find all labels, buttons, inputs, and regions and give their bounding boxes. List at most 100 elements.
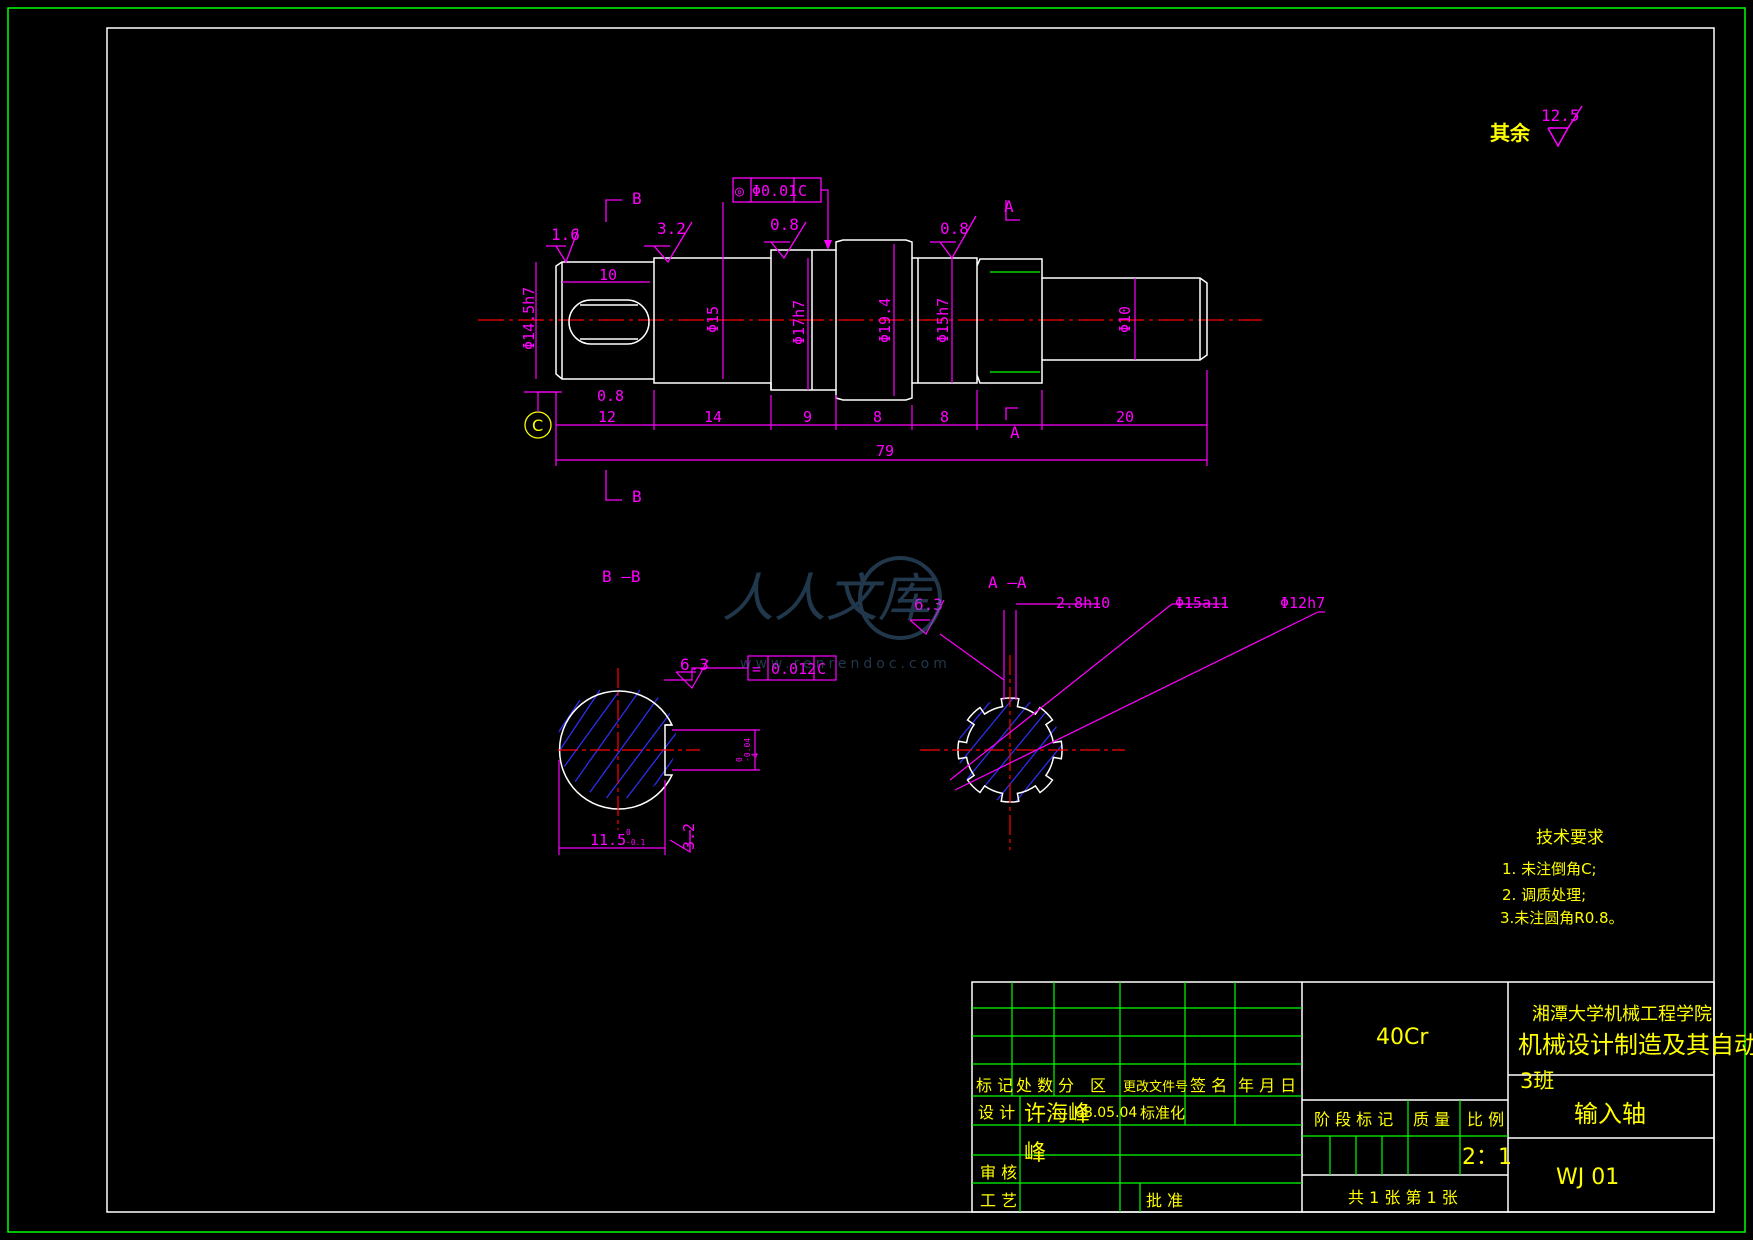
tb-material: 40Cr xyxy=(1376,1025,1429,1050)
svg-text:B —B: B —B xyxy=(602,567,641,586)
length-labels: 10 0.8 12 14 9 8 8 20 79 xyxy=(597,266,1134,460)
svg-text:0.8: 0.8 xyxy=(770,215,799,234)
tb-scale-label: 比 例 xyxy=(1467,1110,1504,1129)
svg-text:=: = xyxy=(752,660,761,678)
svg-text:www.renrendoc.com: www.renrendoc.com xyxy=(740,656,951,672)
dim-8b: 8 xyxy=(940,408,949,426)
dim-12: 12 xyxy=(598,408,616,426)
dim-8a: 8 xyxy=(873,408,882,426)
svg-text:Φ12h7: Φ12h7 xyxy=(1280,594,1325,612)
svg-text:◎: ◎ xyxy=(735,182,744,200)
svg-text:B: B xyxy=(632,189,642,208)
svg-text:0.012: 0.012 xyxy=(771,660,816,678)
outer-frame xyxy=(7,7,1746,1233)
tb-header-mark: 标 记 xyxy=(976,1076,1013,1095)
dim-d145: Φ14.5h7 xyxy=(520,287,538,350)
tb-school: 湘潭大学机械工程学院 xyxy=(1532,1004,1712,1025)
section-aa: A —A 6.3 2.8h10 Φ15a11 Φ12h7 xyxy=(909,573,1325,850)
inner-frame xyxy=(106,27,1715,1213)
tb-class: 3班 xyxy=(1520,1069,1554,1093)
shaft-outline xyxy=(555,239,1208,401)
default-roughness: 其余 12.5 xyxy=(1490,105,1583,148)
length-lines xyxy=(538,281,1208,466)
tb-standardize: 标准化 xyxy=(1140,1104,1185,1122)
tolerance-frame-top: ◎ Φ0.01 C xyxy=(722,177,832,262)
svg-text:其余: 其余 xyxy=(1490,121,1531,145)
tb-designer-2: 峰 xyxy=(1024,1141,1046,1166)
tech-requirements: 技术要求 1. 未注倒角C; 2. 调质处理; 3.未注圆角R0.8。 xyxy=(1500,828,1624,927)
tb-date: 08.05.04 xyxy=(1075,1105,1137,1121)
tb-process: 工 艺 xyxy=(980,1191,1017,1210)
spline-edges xyxy=(990,271,1040,373)
tb-stage: 阶 段 标 记 xyxy=(1314,1110,1393,1129)
watermark: 人人文库 www.renrendoc.com xyxy=(722,556,951,672)
roughness-labels: 1.6 3.2 0.8 0.8 xyxy=(551,215,969,244)
svg-text:C: C xyxy=(532,416,543,435)
shaft-main-view: Φ14.5h7 Φ15 Φ17h7 Φ19.4 Φ15h7 Φ10 10 0.8… xyxy=(478,177,1262,506)
tb-mass: 质 量 xyxy=(1413,1110,1450,1129)
diameter-lines xyxy=(535,244,1136,396)
svg-text:3.2: 3.2 xyxy=(680,823,698,850)
tb-header-sign: 签 名 xyxy=(1190,1076,1227,1095)
dim-d194: Φ19.4 xyxy=(876,298,894,343)
dim-d15h7: Φ15h7 xyxy=(934,298,952,343)
dim-10: 10 xyxy=(599,266,617,284)
svg-text:11.5: 11.5 xyxy=(590,831,626,849)
dim-d10: Φ10 xyxy=(1116,306,1134,333)
dim-9: 9 xyxy=(803,408,812,426)
svg-text:0.8: 0.8 xyxy=(940,219,969,238)
roughness-symbols xyxy=(546,215,977,264)
svg-text:0: 0 xyxy=(626,828,631,837)
tb-major: 机械设计制造及其自动化 xyxy=(1518,1031,1753,1059)
svg-text:-0.1: -0.1 xyxy=(626,838,645,847)
svg-text:A: A xyxy=(1010,423,1020,442)
svg-text:Φ15a11: Φ15a11 xyxy=(1175,594,1229,612)
tb-header-zone: 分 区 xyxy=(1058,1076,1106,1095)
tb-header-date: 年 月 日 xyxy=(1238,1076,1296,1095)
tb-scale: 2：1 xyxy=(1462,1145,1512,1170)
svg-text:A —A: A —A xyxy=(988,573,1027,592)
tb-header-count: 处 数 xyxy=(1016,1076,1053,1095)
tb-designer: 许海峰 xyxy=(1024,1102,1090,1127)
svg-text:Φ0.01: Φ0.01 xyxy=(752,182,797,200)
svg-text:2. 调质处理;: 2. 调质处理; xyxy=(1502,886,1586,904)
tb-design-label: 设 计 xyxy=(978,1103,1015,1122)
tech-title: 技术要求 xyxy=(1536,828,1604,848)
dim-d15: Φ15 xyxy=(704,306,722,333)
svg-text:2.8h10: 2.8h10 xyxy=(1056,594,1110,612)
svg-text:4: 4 xyxy=(751,753,761,758)
tb-drawing-no: WJ 01 xyxy=(1556,1165,1619,1190)
dim-08: 0.8 xyxy=(597,387,624,405)
keyway xyxy=(568,299,650,345)
svg-text:12.5: 12.5 xyxy=(1541,106,1580,125)
dim-79: 79 xyxy=(876,442,894,460)
svg-text:B: B xyxy=(632,487,642,506)
tb-header-docno: 更改文件号 xyxy=(1123,1080,1188,1095)
dim-14: 14 xyxy=(704,408,722,426)
svg-text:C: C xyxy=(798,182,807,200)
svg-text:-0.04: -0.04 xyxy=(743,738,752,762)
svg-text:人人文库: 人人文库 xyxy=(722,569,938,629)
datum-c: C xyxy=(524,391,556,439)
svg-text:1.6: 1.6 xyxy=(551,225,580,244)
svg-text:6.3: 6.3 xyxy=(914,595,943,614)
section-letters: B B A A xyxy=(632,189,1020,506)
tb-part-name: 输入轴 xyxy=(1574,1100,1646,1128)
svg-text:0: 0 xyxy=(735,757,744,762)
section-bb: B —B xyxy=(558,567,837,855)
dim-20: 20 xyxy=(1116,408,1134,426)
diameter-labels: Φ14.5h7 Φ15 Φ17h7 Φ19.4 Φ15h7 Φ10 xyxy=(520,287,1134,350)
spline-profile xyxy=(957,697,1063,803)
tb-approve: 批 准 xyxy=(1146,1191,1183,1210)
title-block: 标 记 处 数 分 区 更改文件号 签 名 年 月 日 设 计 许海峰 峰 08… xyxy=(971,981,1753,1213)
section-markers xyxy=(605,199,1020,501)
tb-review: 审 核 xyxy=(980,1163,1017,1182)
dim-d17: Φ17h7 xyxy=(790,300,808,345)
tb-sheets: 共 1 张 第 1 张 xyxy=(1348,1188,1458,1207)
svg-text:6.3: 6.3 xyxy=(680,655,709,674)
svg-text:3.2: 3.2 xyxy=(657,219,686,238)
svg-text:C: C xyxy=(817,660,826,678)
svg-text:1. 未注倒角C;: 1. 未注倒角C; xyxy=(1502,860,1597,878)
svg-text:3.未注圆角R0.8。: 3.未注圆角R0.8。 xyxy=(1500,909,1624,927)
